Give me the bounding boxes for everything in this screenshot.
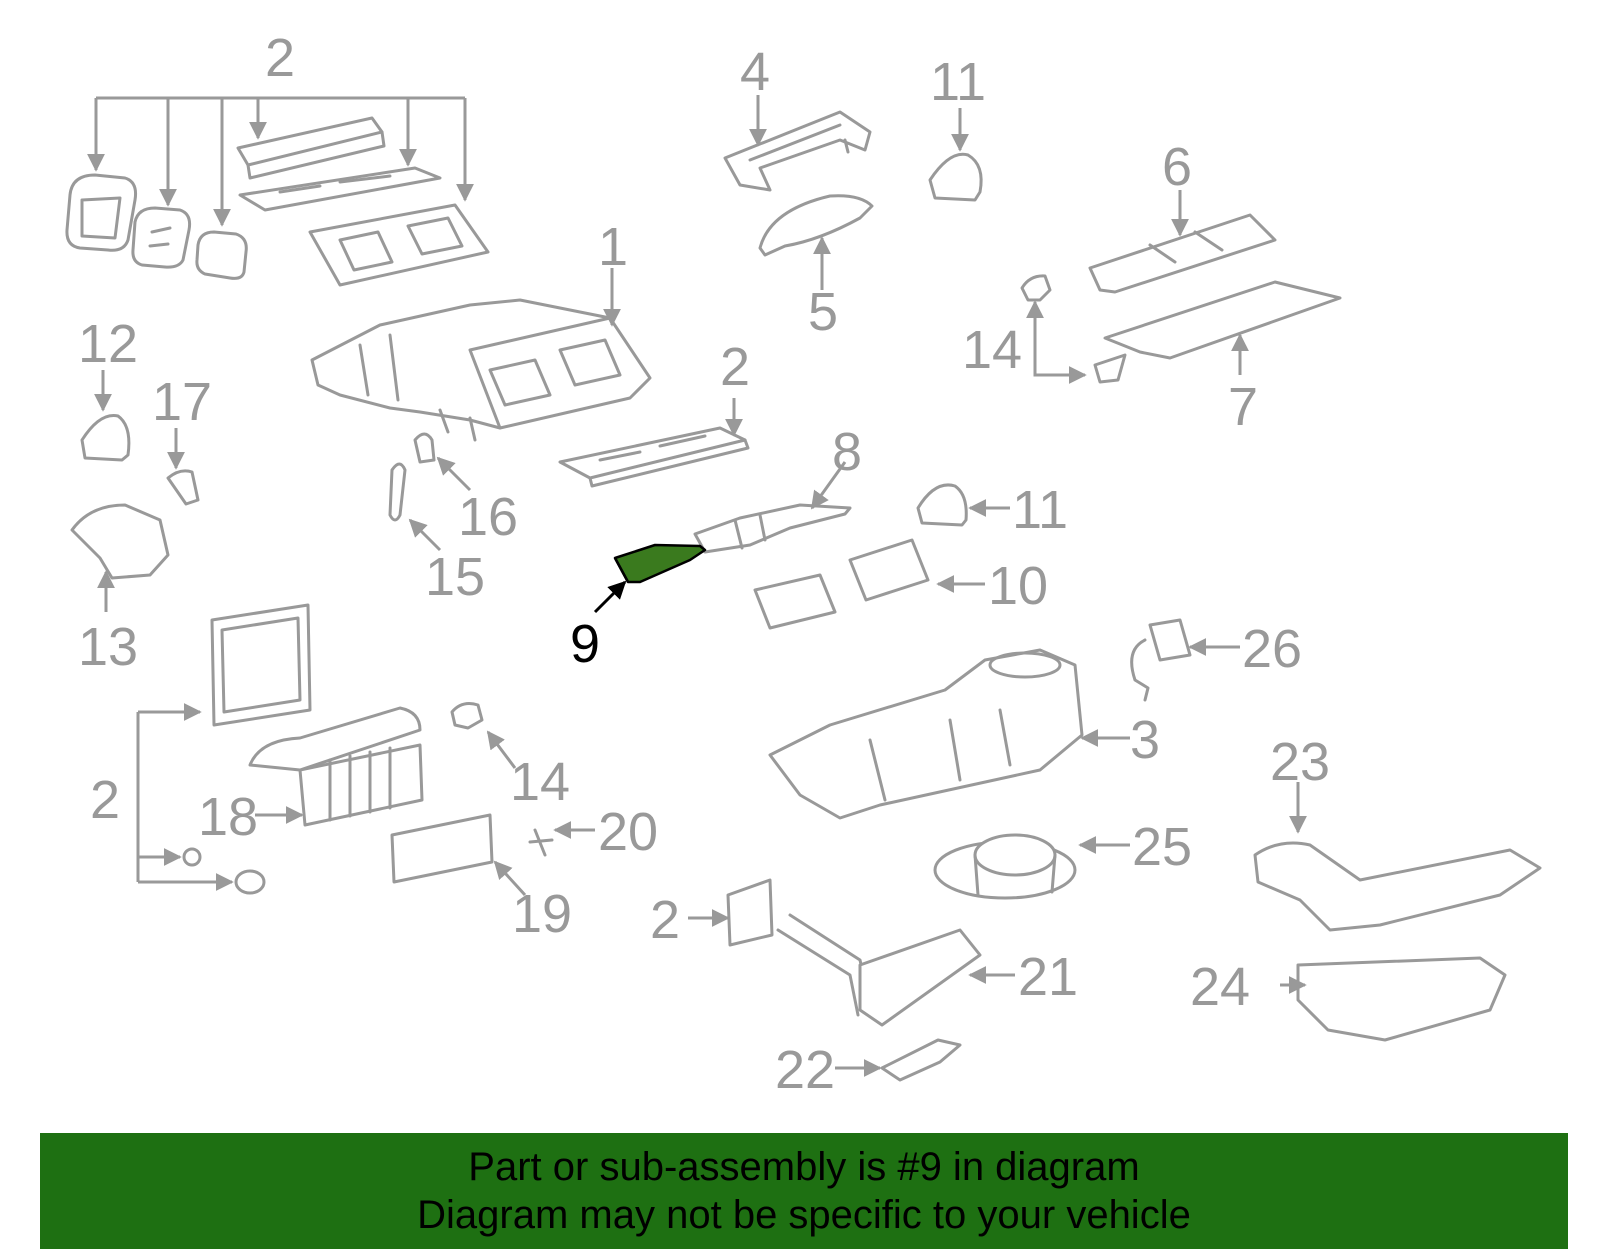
label-20: 20 bbox=[598, 802, 658, 862]
part-7-duct bbox=[1103, 280, 1342, 360]
part-2-bracket-lower-left bbox=[136, 703, 266, 895]
part-26-sensor bbox=[1130, 618, 1192, 702]
part-4-bracket bbox=[723, 110, 872, 192]
part-16-clip bbox=[413, 432, 436, 464]
part-11-cap-top bbox=[928, 152, 983, 202]
part-2-gasket-lower bbox=[726, 878, 774, 947]
label-2-mid: 2 bbox=[720, 337, 750, 397]
part-21-heater-core bbox=[776, 913, 982, 1027]
label-6: 6 bbox=[1162, 137, 1192, 197]
label-22: 22 bbox=[775, 1040, 835, 1100]
label-19: 19 bbox=[512, 884, 572, 944]
part-6-duct bbox=[1088, 213, 1277, 294]
part-1-case bbox=[310, 298, 652, 442]
label-18: 18 bbox=[198, 787, 258, 847]
label-8: 8 bbox=[832, 422, 862, 482]
label-15: 15 bbox=[425, 547, 485, 607]
label-23: 23 bbox=[1270, 732, 1330, 792]
part-group-2-top bbox=[65, 96, 490, 287]
part-14-clip-bottom bbox=[450, 702, 484, 730]
part-22-bracket bbox=[880, 1038, 962, 1082]
label-2-top: 2 bbox=[265, 28, 295, 88]
part-14-clip-top bbox=[1020, 274, 1127, 384]
label-3: 3 bbox=[1130, 710, 1160, 770]
part-10-filter bbox=[753, 538, 930, 630]
label-4: 4 bbox=[740, 42, 770, 102]
part-2-plate bbox=[558, 426, 750, 488]
part-25-motor bbox=[933, 833, 1077, 900]
label-16: 16 bbox=[458, 487, 518, 547]
banner-line-2: Diagram may not be specific to your vehi… bbox=[417, 1193, 1191, 1237]
part-5-cover bbox=[758, 194, 874, 257]
part-15-seal bbox=[388, 462, 407, 522]
label-9: 9 bbox=[570, 614, 600, 674]
part-3-housing bbox=[768, 648, 1084, 820]
part-24-duct bbox=[1296, 956, 1507, 1042]
label-26: 26 bbox=[1242, 619, 1302, 679]
label-1: 1 bbox=[598, 217, 628, 277]
label-10: 10 bbox=[988, 556, 1048, 616]
callout-labels: 2 4 11 6 1 5 12 14 2 17 7 8 11 16 10 15 … bbox=[78, 28, 1330, 1100]
part-20-valve bbox=[528, 828, 554, 857]
part-19-pad bbox=[390, 813, 494, 884]
part-23-duct bbox=[1253, 841, 1542, 932]
part-12-cap bbox=[80, 414, 131, 462]
part-8-duct bbox=[693, 503, 852, 554]
label-14-bottom: 14 bbox=[510, 752, 570, 812]
label-25: 25 bbox=[1132, 817, 1192, 877]
part-17-clip bbox=[166, 469, 200, 506]
label-21: 21 bbox=[1018, 947, 1078, 1007]
label-13: 13 bbox=[78, 617, 138, 677]
banner-line-1: Part or sub-assembly is #9 in diagram bbox=[468, 1145, 1140, 1189]
label-2-left: 2 bbox=[90, 770, 120, 830]
part-11-cap-mid bbox=[916, 483, 968, 527]
part-9-highlighted[interactable] bbox=[613, 543, 707, 584]
label-11-mid: 11 bbox=[1012, 480, 1068, 540]
leader-lines bbox=[94, 95, 1307, 1077]
label-7: 7 bbox=[1228, 377, 1258, 437]
label-11-top: 11 bbox=[930, 52, 986, 112]
label-24: 24 bbox=[1190, 957, 1250, 1017]
label-14-top: 14 bbox=[962, 320, 1022, 380]
label-2-bottom: 2 bbox=[650, 890, 680, 950]
label-12: 12 bbox=[78, 314, 138, 374]
label-5: 5 bbox=[808, 282, 838, 342]
info-banner: Part or sub-assembly is #9 in diagram Di… bbox=[40, 1133, 1568, 1249]
part-13-housing bbox=[70, 503, 170, 580]
parts-diagram: 2 4 11 6 1 5 12 14 2 17 7 8 11 16 10 15 … bbox=[65, 28, 1542, 1100]
label-17: 17 bbox=[152, 372, 212, 432]
